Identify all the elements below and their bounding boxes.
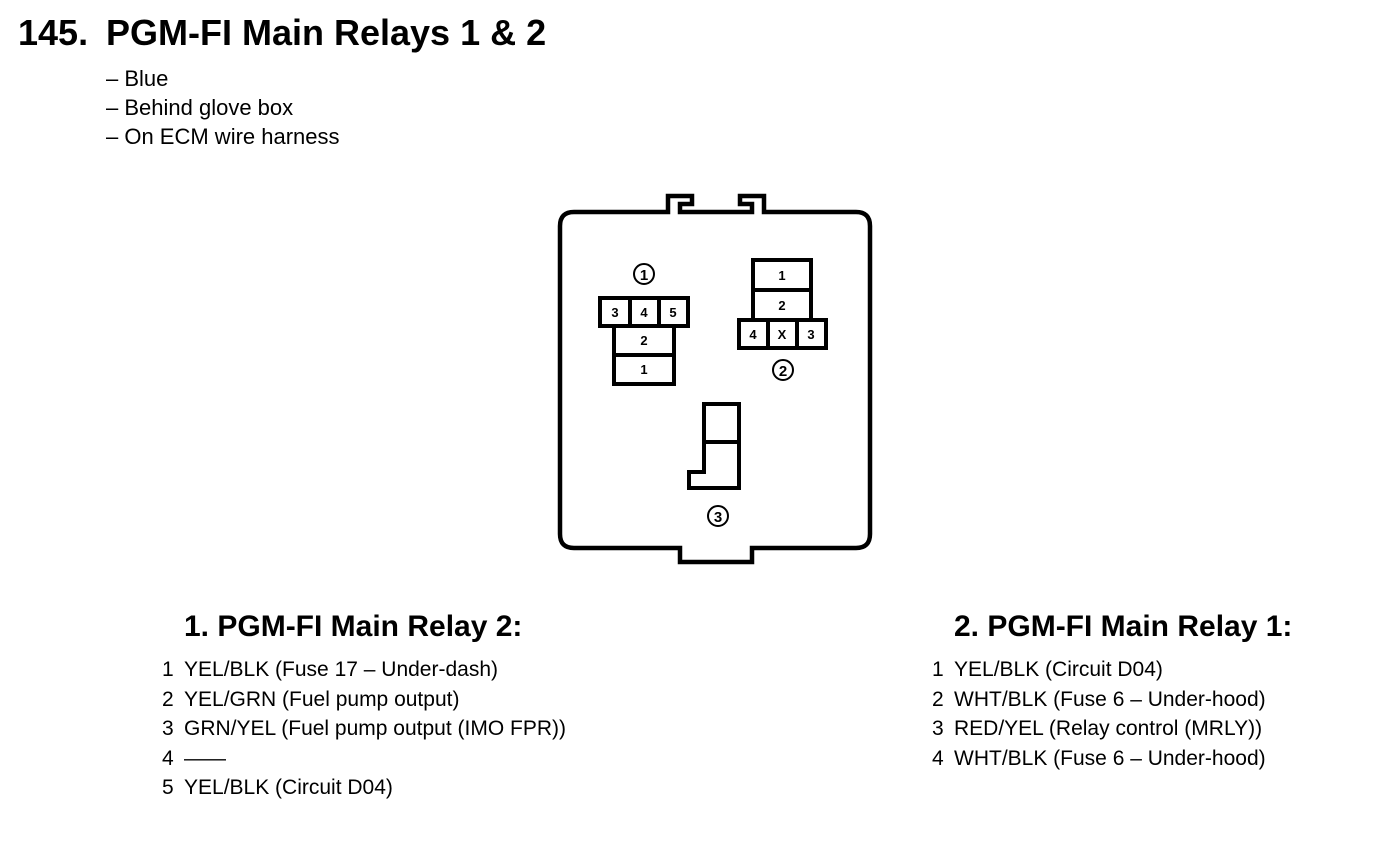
relay1-cavity-4: 4 <box>749 327 757 342</box>
relay1-cavity-1: 1 <box>778 268 785 283</box>
relay2-section-title: 1. PGM-FI Main Relay 2: <box>184 610 523 643</box>
relay1-cavity-2: 2 <box>778 298 785 313</box>
relay2-cavity-1: 1 <box>640 362 647 377</box>
callout-relay1-label: 2 <box>779 363 787 380</box>
relay1-cavity-3: 3 <box>807 327 814 342</box>
callout-third-label: 3 <box>714 509 722 526</box>
callout-third: 3 <box>707 505 729 527</box>
third-socket <box>687 402 741 490</box>
note-harness: – On ECM wire harness <box>106 124 340 149</box>
relay2-cavity-4: 4 <box>640 305 648 320</box>
callout-relay1: 2 <box>772 359 794 381</box>
page-title: 145. PGM-FI Main Relays 1 & 2 <box>18 12 546 54</box>
callout-relay2: 1 <box>633 263 655 285</box>
callout-relay2-label: 1 <box>640 267 648 284</box>
page-title-text: PGM-FI Main Relays 1 & 2 <box>106 12 547 53</box>
relay2-cavity-3: 3 <box>611 305 618 320</box>
relay2-cavity-5: 5 <box>669 305 676 320</box>
relay1-cavity-x: X <box>778 327 787 342</box>
list-item: 4—— <box>162 746 226 770</box>
relay1-socket: 1 2 4 X 3 <box>737 258 828 350</box>
relay2-socket: 3 4 5 2 1 <box>598 296 690 386</box>
page-title-number: 145. <box>18 12 89 53</box>
relay2-cavity-2: 2 <box>640 333 647 348</box>
note-location: – Behind glove box <box>106 95 294 120</box>
note-color: – Blue <box>106 66 169 91</box>
relay1-section-title: 2. PGM-FI Main Relay 1: <box>954 610 1293 643</box>
connector-housing <box>557 193 873 565</box>
connector-notes: – Blue – Behind glove box – On ECM wire … <box>106 64 340 151</box>
